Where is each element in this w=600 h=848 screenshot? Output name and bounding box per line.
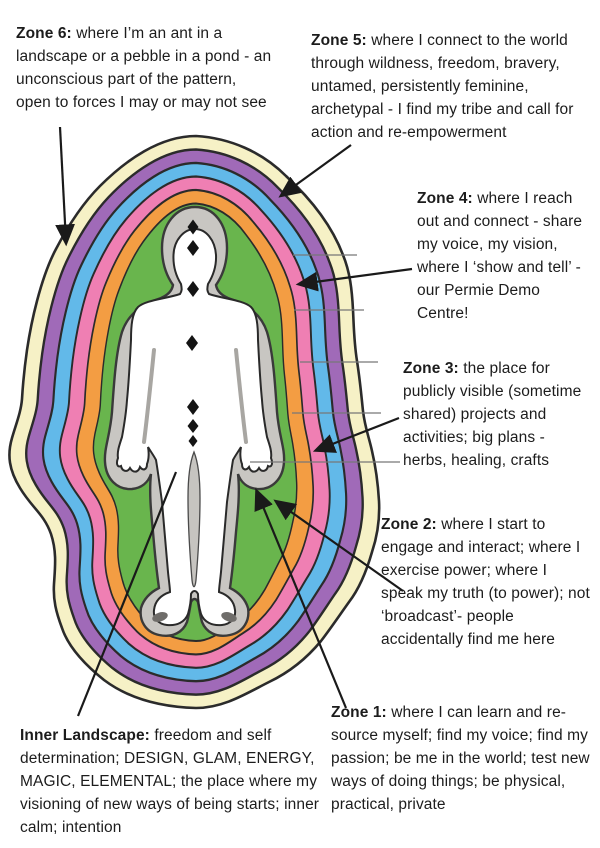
toe-shading-left bbox=[152, 612, 168, 622]
toe-shading-right bbox=[221, 612, 237, 622]
chakra-dot-3 bbox=[187, 281, 199, 297]
inner-landscape-leader-line bbox=[76, 471, 178, 717]
zone-5-label: Zone 5: bbox=[311, 32, 367, 49]
zone-1-leader-line bbox=[254, 487, 348, 709]
inner-landscape-note: Inner Landscape: freedom and self determ… bbox=[20, 724, 324, 839]
leader-lines bbox=[55, 126, 413, 717]
inner-landscape-text: freedom and self determination; DESIGN, … bbox=[20, 727, 320, 836]
zone-6-leader-line bbox=[55, 126, 75, 247]
chakra-dot-4 bbox=[186, 335, 198, 351]
zone-4-label: Zone 4: bbox=[417, 190, 473, 207]
chakra-dots bbox=[186, 219, 199, 447]
zone-4-note: Zone 4: where I reach out and connect - … bbox=[417, 187, 589, 325]
leg-gap-shading bbox=[187, 450, 201, 588]
zone-1-label: Zone 1: bbox=[331, 704, 387, 721]
zone-4-text: where I reach out and connect - share my… bbox=[417, 190, 583, 322]
chakra-dot-7 bbox=[188, 435, 198, 447]
zone-2-label: Zone 2: bbox=[381, 516, 437, 533]
zone-3-leader-line bbox=[312, 416, 400, 453]
zone-5-text: where I connect to the world through wil… bbox=[311, 32, 574, 141]
arm-shading-right bbox=[234, 348, 248, 444]
chakra-dot-2 bbox=[187, 240, 199, 256]
zone-6-note: Zone 6: where I’m an ant in a landscape … bbox=[16, 22, 272, 114]
ring-ticks bbox=[250, 254, 400, 463]
zone-2-text: where I start to engage and interact; wh… bbox=[381, 516, 590, 648]
zone-6-text: where I’m an ant in a landscape or a peb… bbox=[16, 25, 272, 111]
zone-3-text: the place for publicly visible (sometime… bbox=[403, 360, 582, 469]
zone-5-leader-line bbox=[278, 144, 352, 198]
zone-6-label: Zone 6: bbox=[16, 25, 72, 42]
chakra-dot-5 bbox=[187, 399, 199, 415]
zone-2-note: Zone 2: where I start to engage and inte… bbox=[381, 513, 593, 651]
zone-5-note: Zone 5: where I connect to the world thr… bbox=[311, 29, 589, 144]
zone-2-leader-line bbox=[273, 499, 404, 592]
zone-3-label: Zone 3: bbox=[403, 360, 459, 377]
arm-shading-left bbox=[142, 348, 156, 444]
zone-4-leader-line bbox=[295, 267, 413, 292]
inner-landscape-label: Inner Landscape: bbox=[20, 727, 150, 744]
chakra-dot-6 bbox=[187, 419, 199, 433]
zone-1-text: where I can learn and re-source myself; … bbox=[331, 704, 590, 813]
zone-1-note: Zone 1: where I can learn and re-source … bbox=[331, 701, 591, 816]
chakra-dot-1 bbox=[187, 219, 199, 235]
zone-3-note: Zone 3: the place for publicly visible (… bbox=[403, 357, 588, 472]
